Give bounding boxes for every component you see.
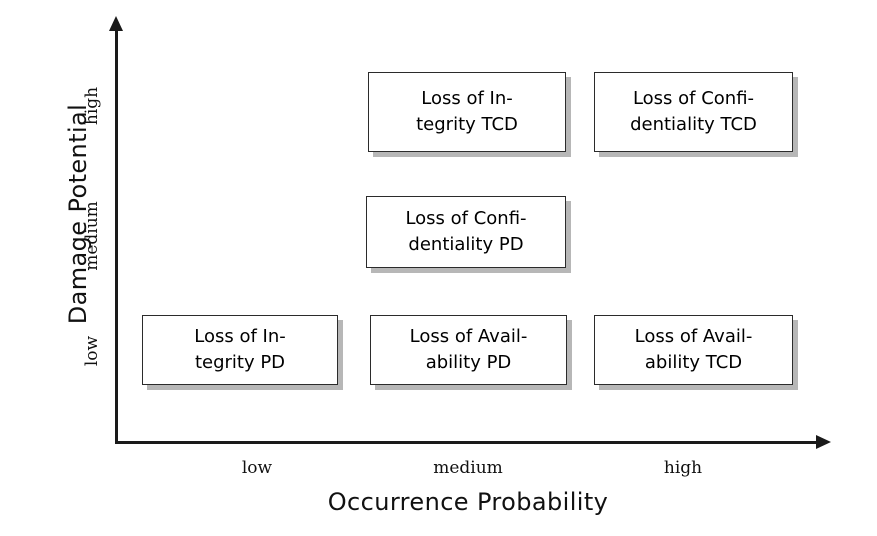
x-axis-arrow-icon bbox=[816, 435, 831, 449]
risk-box-line-1: Loss of Avail- bbox=[634, 326, 753, 348]
risk-box-line-2: ability TCD bbox=[644, 352, 743, 373]
x-axis-tick-medium: medium bbox=[433, 458, 503, 478]
risk-box-line-1: Loss of Confi- bbox=[632, 88, 755, 110]
risk-box-line-2: tegrity PD bbox=[194, 352, 286, 373]
risk-box-line-2: ability PD bbox=[425, 352, 512, 373]
y-axis-tick-high: high bbox=[82, 86, 102, 126]
x-axis-tick-low: low bbox=[241, 458, 273, 478]
risk-box-integrity-tcd[interactable]: Loss of In- tegrity TCD bbox=[368, 72, 566, 152]
y-axis-arrow-icon bbox=[109, 16, 123, 31]
risk-box-availability-tcd[interactable]: Loss of Avail- ability TCD bbox=[594, 315, 793, 385]
risk-box-confidentiality-tcd[interactable]: Loss of Confi- dentiality TCD bbox=[594, 72, 793, 152]
risk-box-line-2: tegrity TCD bbox=[416, 114, 518, 135]
risk-box-integrity-pd[interactable]: Loss of In- tegrity PD bbox=[142, 315, 338, 385]
y-axis-tick-low: low bbox=[82, 335, 102, 367]
x-axis-title: Occurrence Probability bbox=[327, 488, 609, 516]
x-axis-line bbox=[115, 441, 820, 444]
risk-box-line-1: Loss of In- bbox=[194, 326, 286, 348]
risk-box-line-1: Loss of Avail- bbox=[409, 326, 528, 348]
risk-box-line-2: dentiality PD bbox=[408, 234, 524, 255]
risk-box-availability-pd[interactable]: Loss of Avail- ability PD bbox=[370, 315, 567, 385]
risk-box-confidentiality-pd[interactable]: Loss of Confi- dentiality PD bbox=[366, 196, 566, 268]
risk-box-line-2: dentiality TCD bbox=[630, 114, 757, 135]
risk-box-line-1: Loss of In- bbox=[421, 88, 513, 110]
x-axis-tick-high: high bbox=[663, 458, 703, 478]
y-axis-line bbox=[115, 26, 118, 444]
y-axis-tick-medium: medium bbox=[82, 201, 102, 271]
risk-box-line-1: Loss of Confi- bbox=[405, 208, 527, 230]
